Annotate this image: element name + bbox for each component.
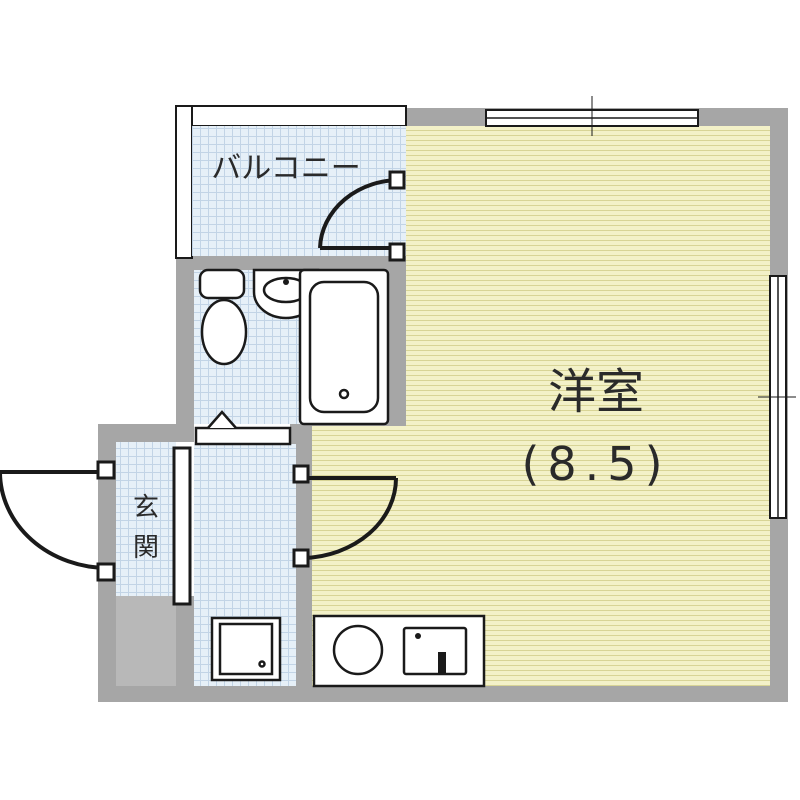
toilet: [198, 268, 248, 366]
bathtub: [298, 268, 390, 426]
entrance-floor: [116, 442, 176, 596]
entrance-door: [0, 460, 116, 582]
balcony-floor: [192, 126, 406, 256]
balcony-railing: [175, 105, 407, 259]
western-room-floor: [406, 126, 770, 426]
balcony-label: バルコニー: [211, 151, 360, 186]
bath-step: [194, 410, 292, 446]
western-room-label: 洋室: [548, 364, 644, 420]
stove-burner: [332, 624, 384, 676]
entrance-label-top: 玄: [133, 493, 159, 523]
right-window: [758, 275, 796, 519]
balcony-door: [318, 170, 406, 262]
entrance-partition: [172, 446, 192, 606]
washing-machine-space: [210, 616, 282, 682]
western-room-size: (8.5): [521, 437, 670, 491]
entrance-label-bottom: 関: [133, 533, 159, 563]
top-window: [485, 96, 699, 136]
kitchen-sink: [402, 626, 468, 676]
room-door: [292, 464, 399, 568]
